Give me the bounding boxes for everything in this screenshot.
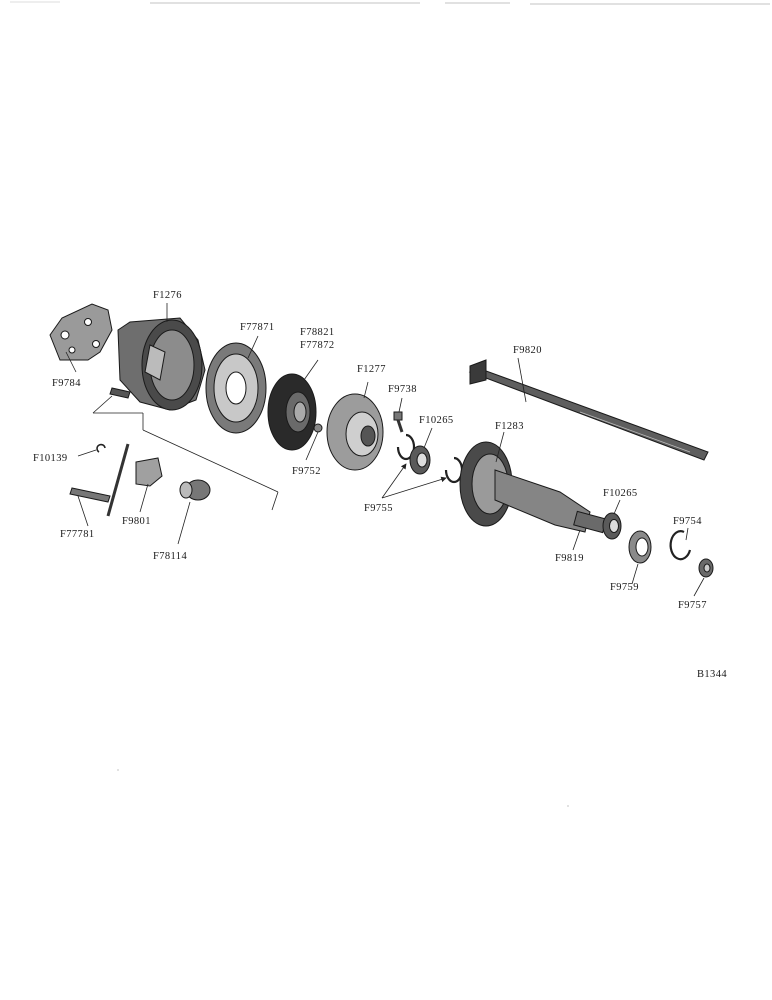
label-f9820: F9820 <box>513 345 542 356</box>
nut-part <box>698 558 714 578</box>
figure-id: B1344 <box>697 669 727 680</box>
label-f1277: F1277 <box>357 364 386 375</box>
shaft-housing-part <box>459 441 607 534</box>
label-f9752: F9752 <box>292 466 321 477</box>
label-f77871: F77871 <box>240 322 275 333</box>
label-f10265-top: F10265 <box>419 415 454 426</box>
label-f77781: F77781 <box>60 529 95 540</box>
label-f10265-bottom: F10265 <box>603 488 638 499</box>
ball-bearing-part <box>409 445 431 475</box>
label-f78114: F78114 <box>153 551 187 562</box>
label-f9801: F9801 <box>122 516 151 527</box>
shift-fork-part <box>135 457 163 487</box>
label-f77872: F77872 <box>300 340 335 351</box>
gasket-part <box>49 303 113 361</box>
label-f10139: F10139 <box>33 453 68 464</box>
release-bearing-part <box>179 479 211 501</box>
seal-part <box>628 530 652 564</box>
bearing-retainer-part <box>326 393 384 471</box>
retaining-clip-part <box>96 443 106 453</box>
clutch-disc-part <box>267 373 323 451</box>
scan-border-artifact <box>10 1 770 5</box>
snap-ring-part-2 <box>444 456 464 484</box>
main-shaft-part <box>468 359 709 461</box>
shifter-shaft-part <box>69 443 130 517</box>
snap-ring-part-3 <box>669 530 692 561</box>
label-f9757: F9757 <box>678 600 707 611</box>
pressure-plate-part <box>205 342 267 434</box>
label-f78821: F78821 <box>300 327 335 338</box>
label-f9738: F9738 <box>388 384 417 395</box>
ball-bearing-part-2 <box>602 512 622 540</box>
label-f1283: F1283 <box>495 421 524 432</box>
label-f9759: F9759 <box>610 582 639 593</box>
bolt-part <box>393 411 404 433</box>
label-f9755: F9755 <box>364 503 393 514</box>
label-f9819: F9819 <box>555 553 584 564</box>
label-f1276: F1276 <box>153 290 182 301</box>
scan-speck <box>117 769 569 807</box>
clutch-housing-part <box>109 317 206 411</box>
label-f9754: F9754 <box>673 516 702 527</box>
label-f9784: F9784 <box>52 378 81 389</box>
